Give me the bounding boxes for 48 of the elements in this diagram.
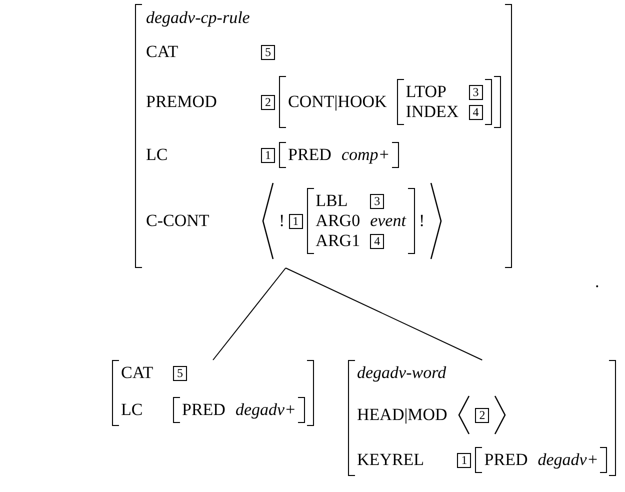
symbol: ! [418, 211, 425, 231]
feature-name: PREMOD [146, 92, 217, 112]
attribute-value-matrix [279, 142, 399, 168]
reentrancy-tag: 1 [288, 214, 303, 228]
attribute-value-matrix [279, 76, 501, 128]
reentrancy-tag: 4 [468, 104, 483, 120]
reentrancy-tag: 1 [457, 452, 472, 468]
attribute-value-matrix [475, 447, 608, 473]
feature-name: KEYREL [357, 450, 424, 470]
feature-name: PRED [182, 400, 226, 420]
reentrancy-tag: 5 [173, 366, 187, 380]
type-value: event [370, 211, 406, 231]
attribute-value-matrix [135, 4, 512, 268]
tree-branch-line [285, 268, 483, 360]
feature-name: LC [146, 145, 168, 165]
reentrancy-tag: 3 [468, 84, 483, 100]
feature-name: C-CONT [146, 211, 210, 231]
type-value: degadv+ [235, 400, 296, 420]
reentrancy-tag: 2 [475, 408, 490, 422]
feature-name: CAT [121, 363, 154, 383]
tree-branch-line [212, 268, 286, 360]
feature-name: PRED [484, 450, 528, 470]
type-value: degadv-word [357, 363, 446, 383]
reentrancy-tag: 3 [370, 194, 384, 208]
feature-name: HEAD|MOD [357, 405, 448, 425]
attribute-value-matrix [173, 397, 306, 423]
reentrancy-tag: 2 [261, 94, 275, 110]
feature-name: CAT [146, 42, 178, 62]
attribute-value-matrix [112, 360, 314, 426]
dot-mark: . [595, 272, 600, 292]
attribute-value-matrix [396, 79, 492, 125]
reentrancy-tag: 4 [370, 234, 384, 248]
reentrancy-tag: 1 [261, 148, 275, 162]
feature-name: LTOP [406, 82, 446, 102]
feature-name: LC [121, 400, 143, 420]
feature-name: LBL [316, 191, 348, 211]
feature-name: PRED [288, 145, 332, 165]
feature-name: ARG0 [316, 211, 360, 231]
feature-name: CONT|HOOK [288, 92, 387, 112]
type-value: comp+ [341, 145, 390, 165]
feature-name: ARG1 [316, 231, 360, 251]
type-value: degadv-cp-rule [146, 8, 250, 28]
feature-name: INDEX [406, 102, 459, 122]
attribute-value-matrix [348, 360, 616, 476]
type-value: degadv+ [538, 450, 598, 470]
attribute-value-matrix [306, 188, 415, 254]
symbol: ! [279, 211, 285, 231]
reentrancy-tag: 5 [261, 44, 275, 60]
